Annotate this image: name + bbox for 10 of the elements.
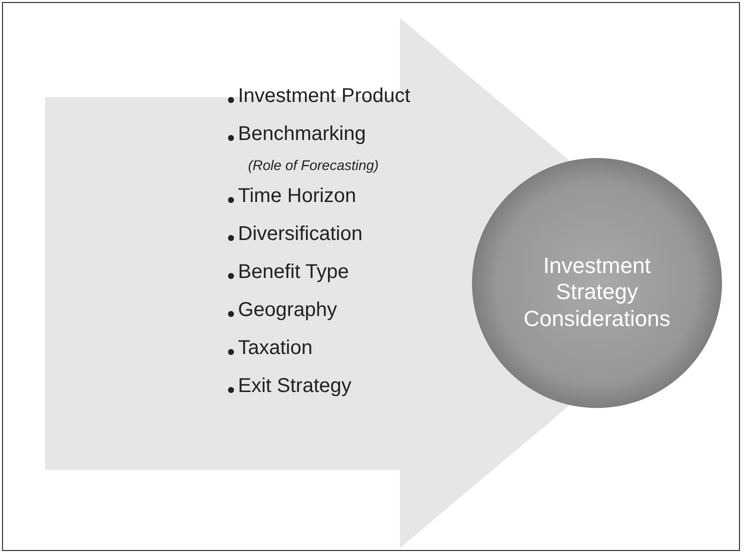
list-item: Diversification	[238, 223, 362, 246]
list-item: Time Horizon	[238, 185, 356, 208]
list-item: Geography	[238, 299, 337, 322]
list-item: Taxation	[238, 337, 312, 360]
list-item: Investment Product	[238, 85, 410, 108]
circle-label: Investment Strategy Considerations	[522, 253, 672, 332]
list-item: Exit Strategy	[238, 375, 352, 398]
note-text: (Role of Forecasting)	[248, 157, 379, 173]
list-item: Benchmarking	[238, 123, 366, 146]
list-item: Benefit Type	[238, 261, 349, 284]
